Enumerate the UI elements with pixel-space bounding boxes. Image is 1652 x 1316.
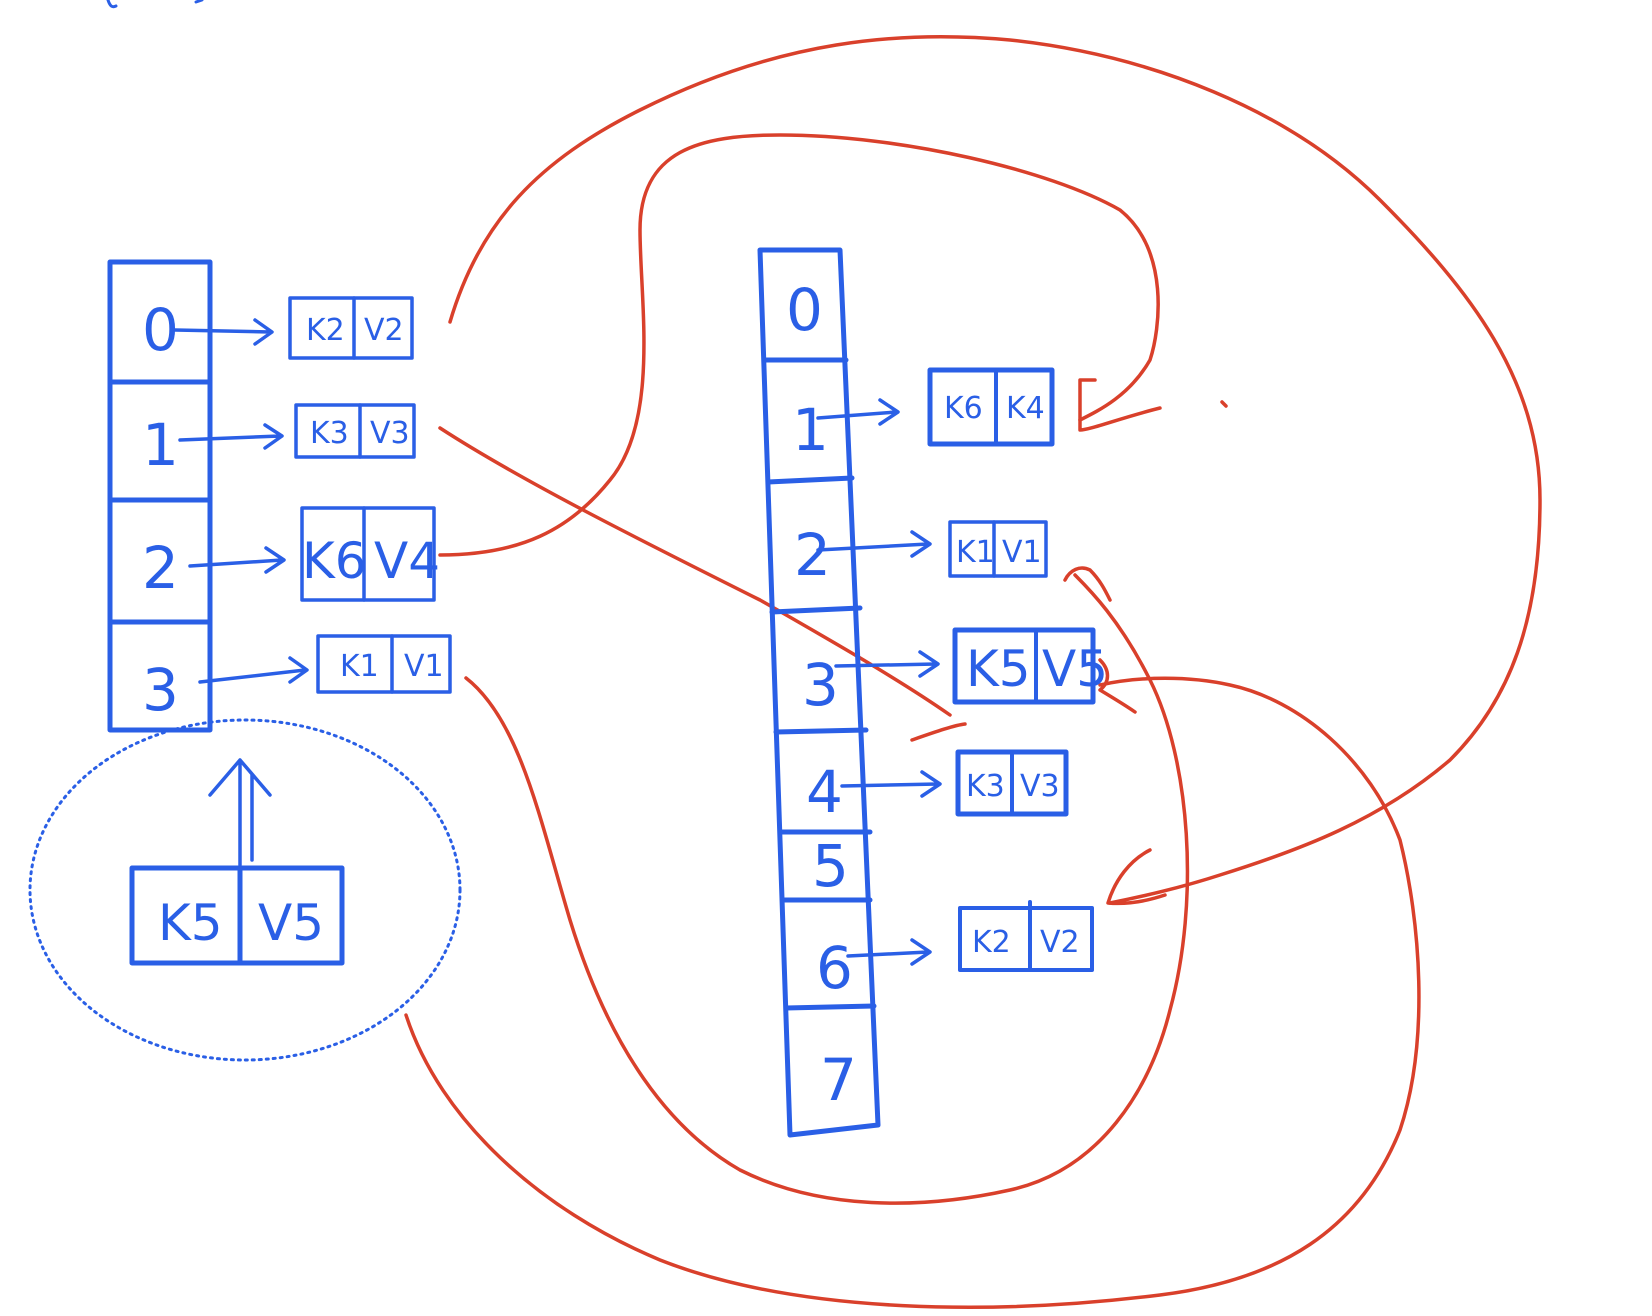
new-entry-slot3: K5 V5: [952, 627, 1108, 705]
new-index-5: 5: [812, 832, 849, 900]
old-entry-3-key: K1: [340, 649, 379, 684]
slot2-value: V1: [1002, 535, 1042, 570]
old-index-2: 2: [142, 534, 179, 602]
slot3-value: V5: [1042, 640, 1108, 698]
old-entry-2-value: V4: [374, 532, 440, 590]
slot4-value: V3: [1020, 769, 1060, 804]
arrowhead-slot2: [1063, 566, 1112, 602]
new-pointer-2: [816, 530, 932, 558]
new-entry-slot2: K1 V1: [948, 520, 1048, 578]
slot6-key: K2: [972, 925, 1011, 960]
new-index-7: 7: [820, 1046, 857, 1114]
old-index-0: 0: [142, 296, 179, 364]
arrowhead-slot1: [1078, 378, 1162, 432]
dotted-circle: [28, 718, 462, 1062]
up-arrow: [208, 758, 272, 867]
arrow-k6-to-slot1: [438, 133, 1160, 557]
new-index-3: 3: [802, 651, 839, 719]
new-entry-key: K5: [158, 894, 223, 952]
slot2-key: K1: [956, 535, 995, 570]
new-entry-value: V5: [258, 894, 324, 952]
new-entry-group: K5 V5: [28, 718, 462, 1062]
old-pointers: [173, 318, 309, 684]
new-index-1: 1: [792, 396, 829, 464]
rehash-arrows: [404, 34, 1542, 1309]
arrow-k3-to-slot4: [438, 426, 952, 717]
arrow-k5-to-slot3: [404, 676, 1421, 1309]
new-pointers: [816, 398, 942, 966]
arrowhead-slot4: [910, 722, 967, 742]
old-pointer-0: [173, 318, 274, 346]
old-entry-0-value: V2: [364, 313, 404, 348]
new-pointer-6: [846, 938, 932, 966]
new-index-6: 6: [816, 934, 853, 1002]
old-pointer-3: [198, 656, 309, 684]
arrow-k1-to-slot2: [464, 573, 1190, 1205]
new-divider-2: [765, 475, 855, 485]
new-index-4: 4: [806, 758, 843, 826]
new-table-frame: [757, 247, 881, 1138]
old-table-indices: 0 1 2 3: [142, 296, 179, 724]
new-index-0: 0: [786, 276, 823, 344]
new-divider-7: [783, 1003, 877, 1011]
old-entry-3: K1 V1: [316, 634, 452, 694]
new-pointer-3: [834, 650, 940, 678]
old-index-3: 3: [142, 656, 179, 724]
old-entry-0: K2 V2: [288, 296, 414, 360]
new-divider-3: [769, 605, 863, 615]
arrowhead-slot3: [1098, 658, 1137, 714]
old-entry-0-key: K2: [306, 313, 345, 348]
new-entry-slot6: K2 V2: [958, 900, 1094, 972]
new-entry-slot4: K3 V3: [955, 749, 1069, 817]
slot6-value: V2: [1040, 925, 1080, 960]
new-entries: K6 K4 K1 V1 K5 V5 K3 V3 K2 V2: [927, 367, 1108, 972]
old-entry-1: K3 V3: [294, 403, 416, 459]
corner-scribble: [106, 0, 204, 9]
new-table-indices: 0 1 2 3 4 5 6 7: [786, 276, 857, 1114]
arrowhead-slot6: [1106, 848, 1167, 906]
old-index-1: 1: [142, 411, 179, 479]
old-entry-2: K6 V4: [300, 506, 440, 602]
old-entry-3-value: V1: [404, 649, 444, 684]
old-entries: K2 V2 K3 V3 K6 V4 K1 V1: [288, 296, 452, 694]
new-divider-4: [773, 727, 869, 735]
old-entry-1-key: K3: [310, 416, 349, 451]
old-pointer-2: [188, 546, 286, 574]
new-index-2: 2: [794, 521, 831, 589]
slot4-key: K3: [966, 769, 1005, 804]
slot3-key: K5: [966, 640, 1031, 698]
new-pointer-1: [816, 398, 900, 426]
slot1-key: K6: [944, 391, 983, 426]
new-table: [757, 247, 881, 1138]
arrow-k2-to-slot6: [448, 34, 1542, 905]
old-entry-2-key: K6: [302, 532, 367, 590]
old-table: [107, 259, 213, 733]
old-table-frame: [107, 259, 213, 733]
new-entry-box: [129, 865, 345, 966]
new-pointer-4: [840, 770, 942, 798]
old-pointer-1: [178, 423, 284, 450]
new-entry-slot1: K6 K4: [927, 367, 1055, 447]
old-entry-1-value: V3: [370, 416, 410, 451]
stray-mark: [1220, 400, 1228, 408]
slot1-value: K4: [1006, 391, 1045, 426]
